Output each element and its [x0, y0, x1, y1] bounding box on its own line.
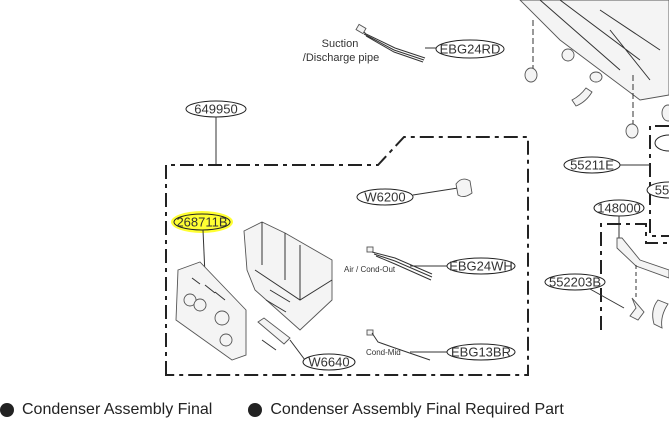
label-oval-552203b [544, 273, 606, 291]
legend-label: Condenser Assembly Final Required Part [270, 401, 564, 418]
clip-drawing [455, 178, 473, 198]
assembly-boundary-right [649, 125, 669, 237]
note-air-cond-out: Air / Cond-Out [344, 265, 396, 274]
note-discharge-pipe: /Discharge pipe [303, 52, 379, 64]
label-oval-ebg24wh [446, 257, 516, 275]
terminal-block-drawing [257, 317, 306, 361]
label-oval-268711b [173, 213, 231, 231]
pcb-assembly-drawing [175, 261, 247, 361]
part-label-ebg24wh[interactable]: EBG24WH [449, 259, 513, 274]
part-label-148000[interactable]: 148000 [597, 201, 640, 216]
bullet-icon [0, 403, 14, 417]
part-label-w6200[interactable]: W6200 [364, 190, 405, 205]
bullet-icon [248, 403, 263, 417]
legend-item-condenser-assembly-final: Condenser Assembly Final [0, 401, 212, 419]
air-cond-out-sensor-drawing [366, 246, 447, 281]
label-oval-ebg13br [446, 343, 516, 361]
note-suction: Suction [322, 38, 359, 50]
assembly-boundary-lower-right [600, 223, 669, 330]
legend: Condenser Assembly Final Condenser Assem… [0, 401, 564, 419]
assembly-boundary [165, 136, 529, 376]
part-label-55211e[interactable]: 55211E [570, 158, 614, 173]
part-label-552203b[interactable]: 552203B [549, 275, 601, 290]
highlight [171, 211, 233, 233]
part-label-55-partial[interactable]: 55 [655, 183, 669, 198]
base-frame-drawing [519, 0, 669, 139]
note-cond-mid: Cond-Mid [366, 348, 401, 357]
legend-label: Condenser Assembly Final [22, 401, 213, 418]
label-oval-w6640 [302, 353, 356, 371]
suction-discharge-pipe-drawing [355, 23, 438, 63]
part-label-649950[interactable]: 649950 [194, 102, 237, 117]
cond-mid-sensor-drawing [366, 329, 447, 361]
label-oval-w6200 [356, 188, 414, 206]
legend-item-condenser-assembly-required-part: Condenser Assembly Final Required Part [248, 401, 564, 419]
bracket-drawing [616, 237, 669, 279]
label-oval-ebg24rd [435, 39, 505, 59]
part-label-268711b[interactable]: 268711B [176, 215, 227, 230]
fitting-drawing [629, 297, 645, 321]
part-label-ebg13br[interactable]: EBG13BR [451, 345, 511, 360]
part-label-ebg24rd[interactable]: EBG24RD [440, 42, 501, 57]
control-box-drawing [243, 221, 333, 331]
part-label-w6640[interactable]: W6640 [308, 355, 349, 370]
